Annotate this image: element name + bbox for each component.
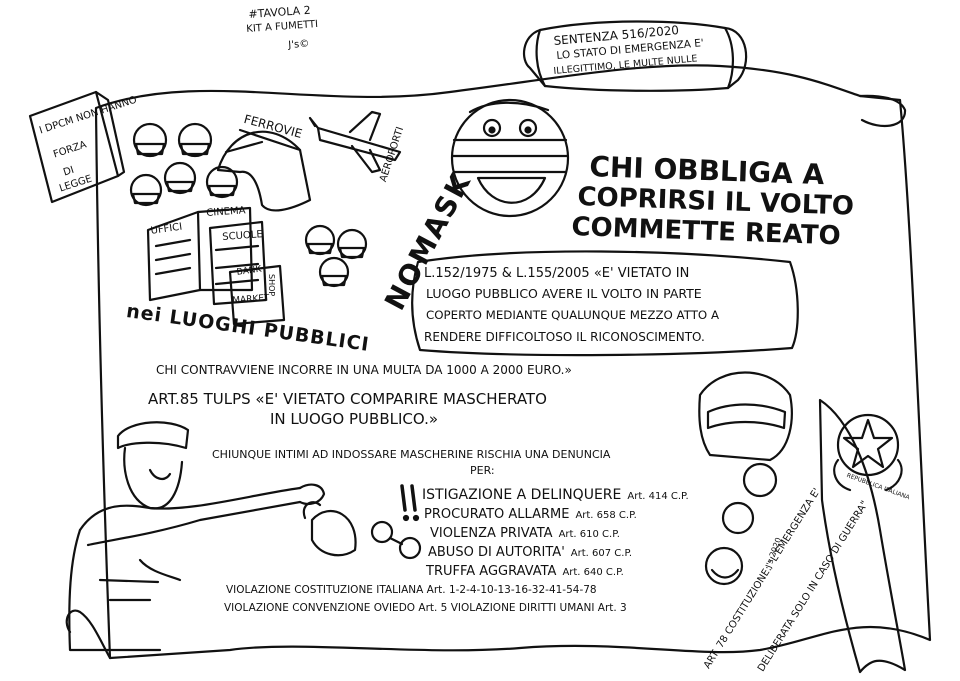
crime-article: Art. 414 C.P.	[627, 491, 689, 502]
small-face-3	[704, 546, 744, 586]
crime-item: PROCURATO ALLARME Art. 658 C.P.	[424, 503, 637, 522]
crime-article: Art. 607 C.P.	[570, 548, 633, 559]
crime-article: Art. 658 C.P.	[575, 510, 637, 521]
crime-item: ABUSO DI AUTORITA' Art. 607 C.P.	[428, 541, 632, 560]
crime-name: ISTIGAZIONE A DELINQUERE	[422, 487, 622, 503]
crime-name: ABUSO DI AUTORITA'	[428, 545, 565, 560]
art85-line2: IN LUOGO PUBBLICO.»	[270, 410, 439, 428]
small-face-2	[721, 501, 755, 535]
crime-item: ISTIGAZIONE A DELINQUERE Art. 414 C.P.	[422, 484, 689, 503]
smiley-face	[450, 98, 570, 218]
violations-line2: VIOLAZIONE CONVENZIONE OVIEDO Art. 5 VIO…	[224, 602, 627, 614]
train-icon	[216, 130, 312, 212]
masked-people-group	[129, 122, 368, 288]
crime-article: Art. 640 C.P.	[562, 567, 624, 578]
label-shop: SHOP	[267, 274, 276, 297]
law-line1: L.152/1975 & L.155/2005 «E' VIETATO IN	[424, 266, 690, 281]
handcuffs-icon	[370, 520, 422, 560]
law-line4: RENDERE DIFFICOLTOSO IL RICONOSCIMENTO.	[424, 330, 705, 344]
denuncia-line1: CHIUNQUE INTIMI AD INDOSSARE MASCHERINE …	[212, 448, 611, 461]
violations-line1: VIOLAZIONE COSTITUZIONE ITALIANA Art. 1-…	[226, 584, 597, 596]
law-line2: LUOGO PUBBLICO AVERE IL VOLTO IN PARTE	[426, 286, 702, 301]
law-line3: COPERTO MEDIANTE QUALUNQUE MEZZO ATTO A	[426, 308, 720, 322]
crime-name: TRUFFA AGGRAVATA	[426, 564, 557, 579]
corner-signature: J's©	[288, 38, 310, 51]
crime-article: Art. 610 C.P.	[558, 529, 620, 540]
italian-emblem-icon	[833, 413, 903, 492]
helmeted-figure	[698, 371, 793, 462]
denuncia-line2: PER:	[470, 464, 495, 477]
law-box-bubble	[411, 250, 799, 357]
scroll-outline	[94, 64, 932, 660]
art78-scroll-outline	[818, 398, 907, 674]
crime-item: VIOLENZA PRIVATA Art. 610 C.P.	[430, 522, 620, 541]
fine-line: CHI CONTRAVVIENE INCORRE IN UNA MULTA DA…	[156, 363, 572, 377]
crime-item: TRUFFA AGGRAVATA Art. 640 C.P.	[426, 560, 624, 579]
mask-object	[302, 501, 357, 557]
crime-name: PROCURATO ALLARME	[424, 507, 570, 522]
art85-line1: ART.85 TULPS «E' VIETATO COMPARIRE MASCH…	[148, 390, 547, 408]
small-face-1	[742, 462, 778, 498]
buildings-group	[146, 206, 286, 326]
police-officer	[68, 421, 326, 652]
crime-name: VIOLENZA PRIVATA	[430, 526, 553, 541]
airplane-icon	[308, 110, 402, 174]
